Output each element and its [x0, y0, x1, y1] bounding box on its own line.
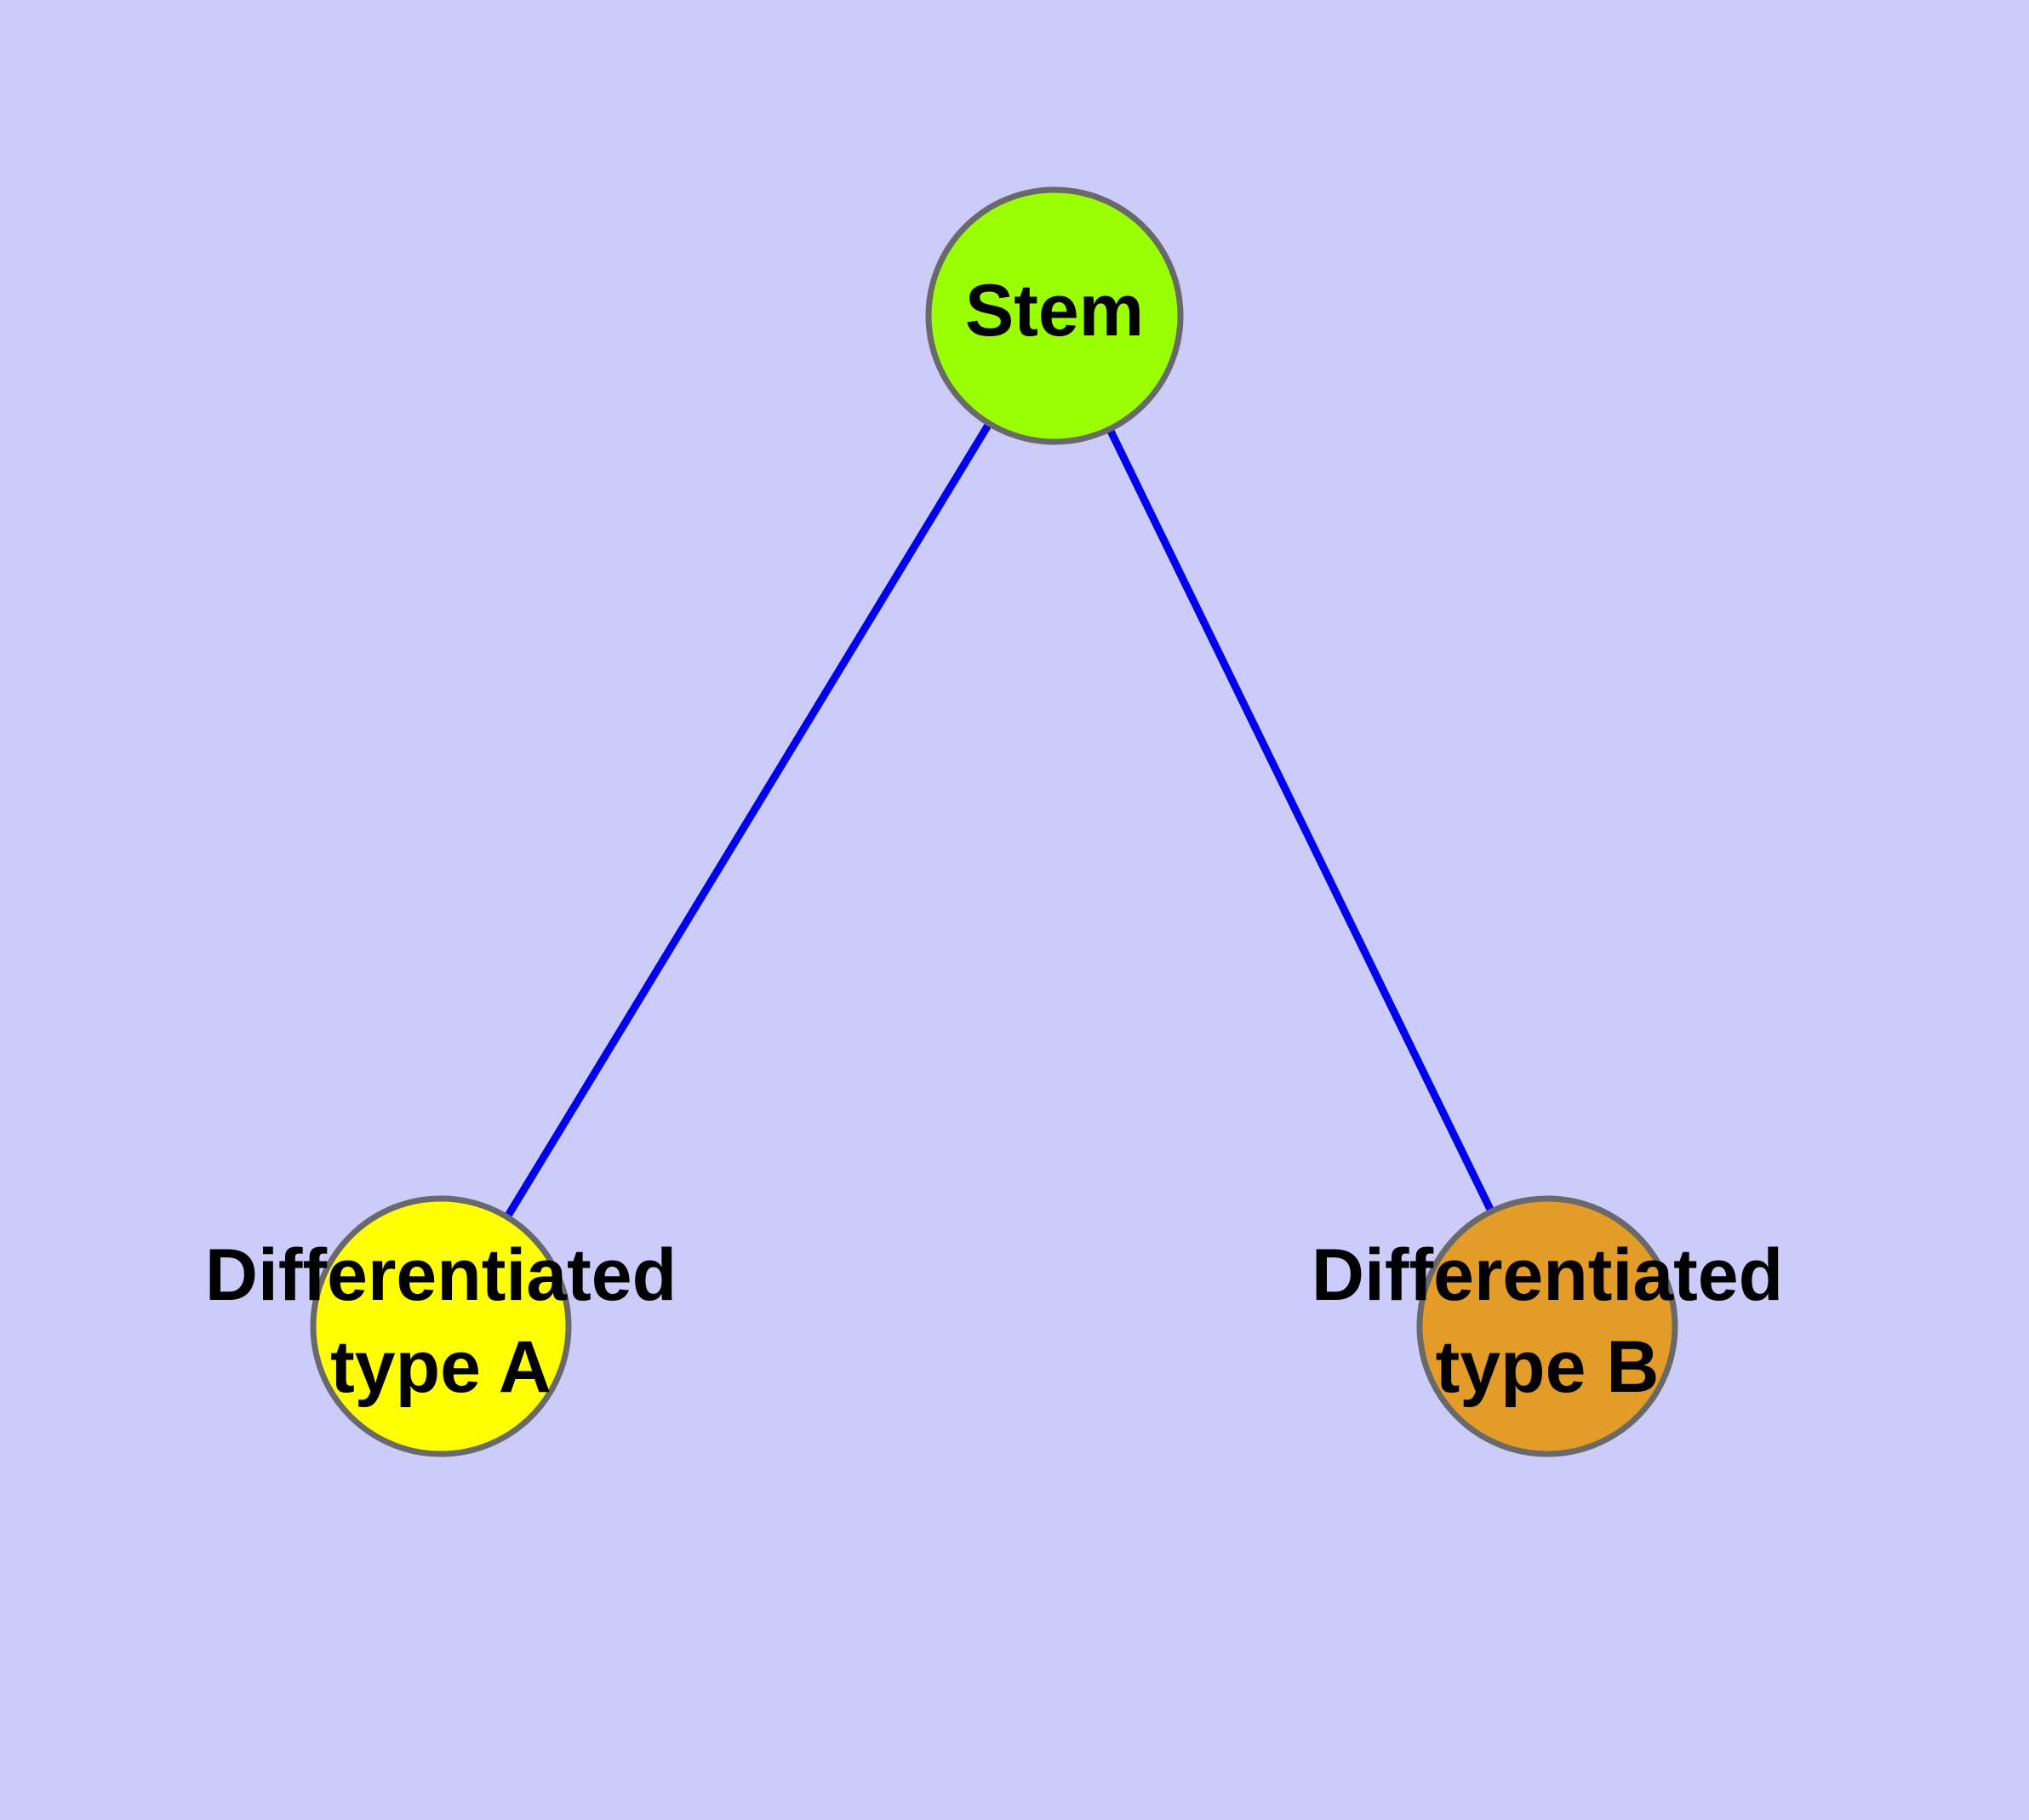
node-circle-stem[interactable] [925, 186, 1184, 445]
node-circle-differentiated-type-a[interactable] [310, 1195, 572, 1457]
labels-group: Stem Differentiated type A Differentiated… [205, 270, 1783, 1408]
nodes-group [310, 186, 1678, 1457]
node-label-differentiated-type-b: Differentiated type B [1312, 1234, 1783, 1408]
node-label-stem: Stem [965, 270, 1144, 352]
edges-group [504, 421, 1495, 1220]
node-label-line: Differentiated [205, 1234, 677, 1316]
node-label-line: type B [1436, 1326, 1660, 1408]
node-label-line: Stem [965, 270, 1144, 352]
node-label-line: type A [330, 1326, 552, 1408]
node-label-line: Differentiated [1312, 1234, 1783, 1316]
edge-stem-to-differentiated-type-a[interactable] [504, 421, 993, 1220]
node-circle-differentiated-type-b[interactable] [1416, 1195, 1678, 1457]
edge-stem-to-differentiated-type-b[interactable] [1106, 427, 1495, 1214]
node-label-differentiated-type-a: Differentiated type A [205, 1234, 677, 1408]
